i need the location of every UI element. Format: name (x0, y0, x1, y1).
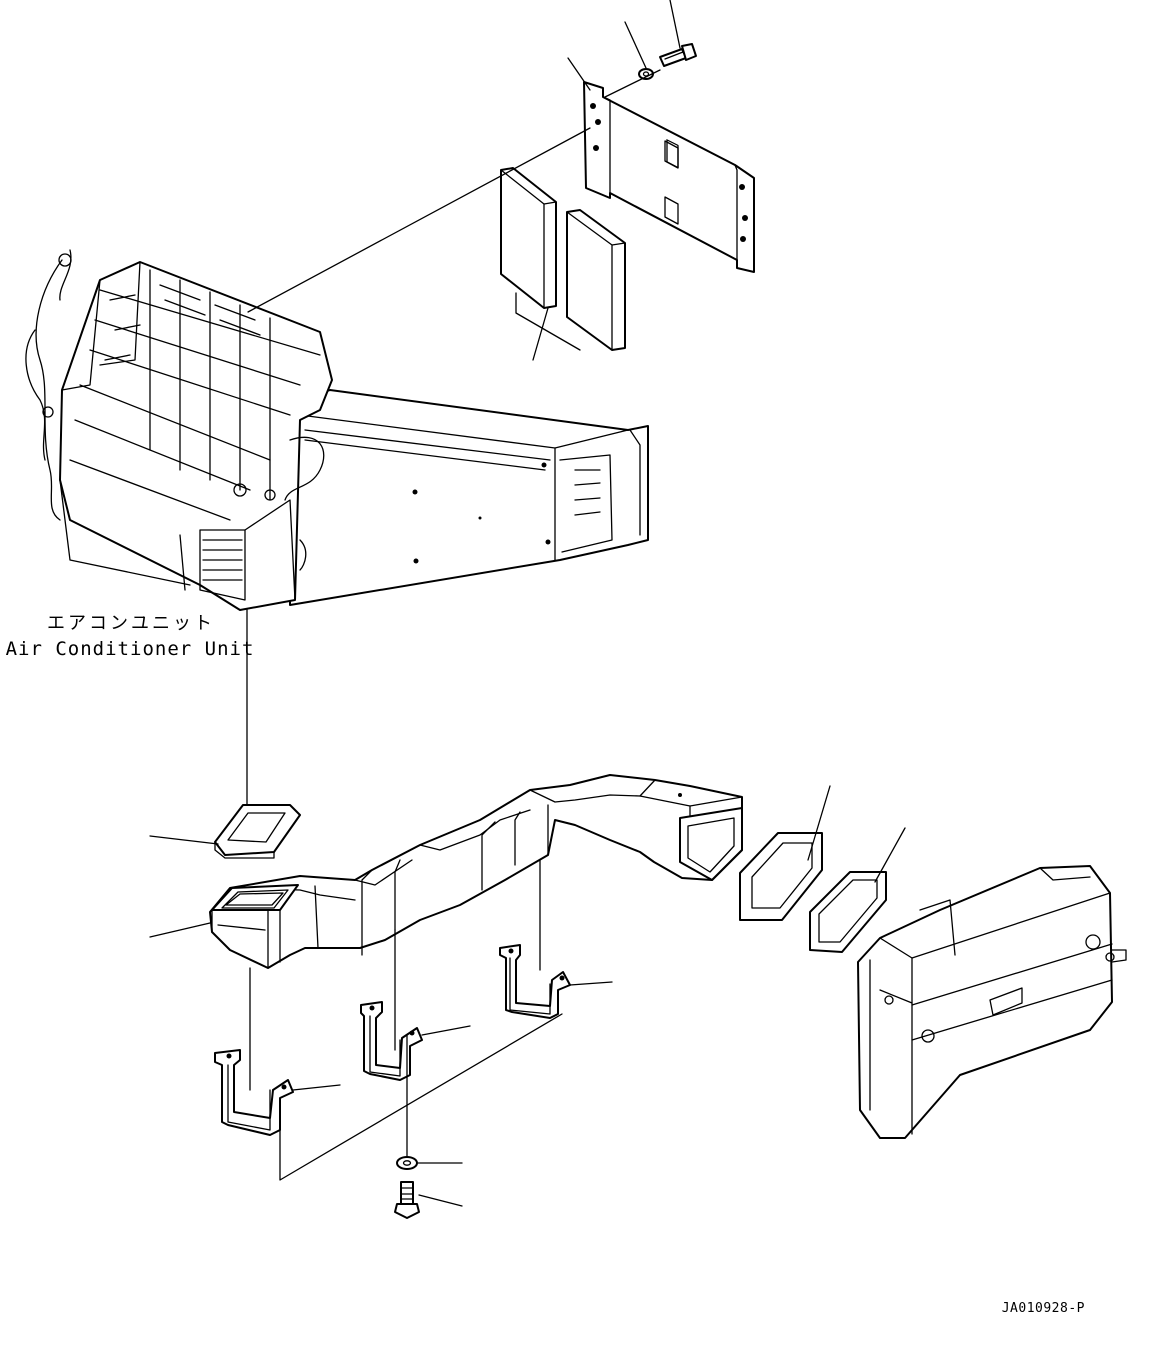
main-air-duct (209, 774, 743, 969)
drawing-code: JA010928-P (1002, 1301, 1085, 1316)
bracket-left (214, 1049, 294, 1136)
air-conditioner-unit (25, 249, 649, 611)
blower-box (857, 865, 1127, 1139)
gasket-upper-left (214, 804, 301, 859)
bracket-middle (360, 1001, 423, 1081)
bolt-bottom (394, 1181, 420, 1219)
cover-plate (583, 81, 755, 273)
filter-pads (500, 167, 626, 351)
unit-label-jp: エアコンユニット (47, 613, 215, 634)
gasket-flat (809, 871, 887, 953)
washer-bottom (396, 1156, 418, 1170)
bracket-right (499, 944, 571, 1019)
gasket-outlet (739, 832, 823, 921)
leader-lines (149, 0, 906, 1207)
unit-label-en: Air Conditioner Unit (6, 638, 255, 660)
leader-unit-to-plate (247, 127, 591, 313)
leader-plate-to-washer (604, 69, 661, 98)
bolt-top (659, 43, 697, 67)
